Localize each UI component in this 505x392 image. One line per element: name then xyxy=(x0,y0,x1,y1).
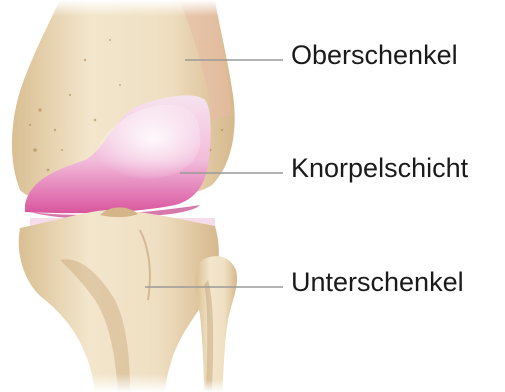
label-femur: Oberschenkel xyxy=(291,42,458,69)
label-tibia: Unterschenkel xyxy=(291,269,464,296)
label-cartilage: Knorpelschicht xyxy=(291,155,468,182)
